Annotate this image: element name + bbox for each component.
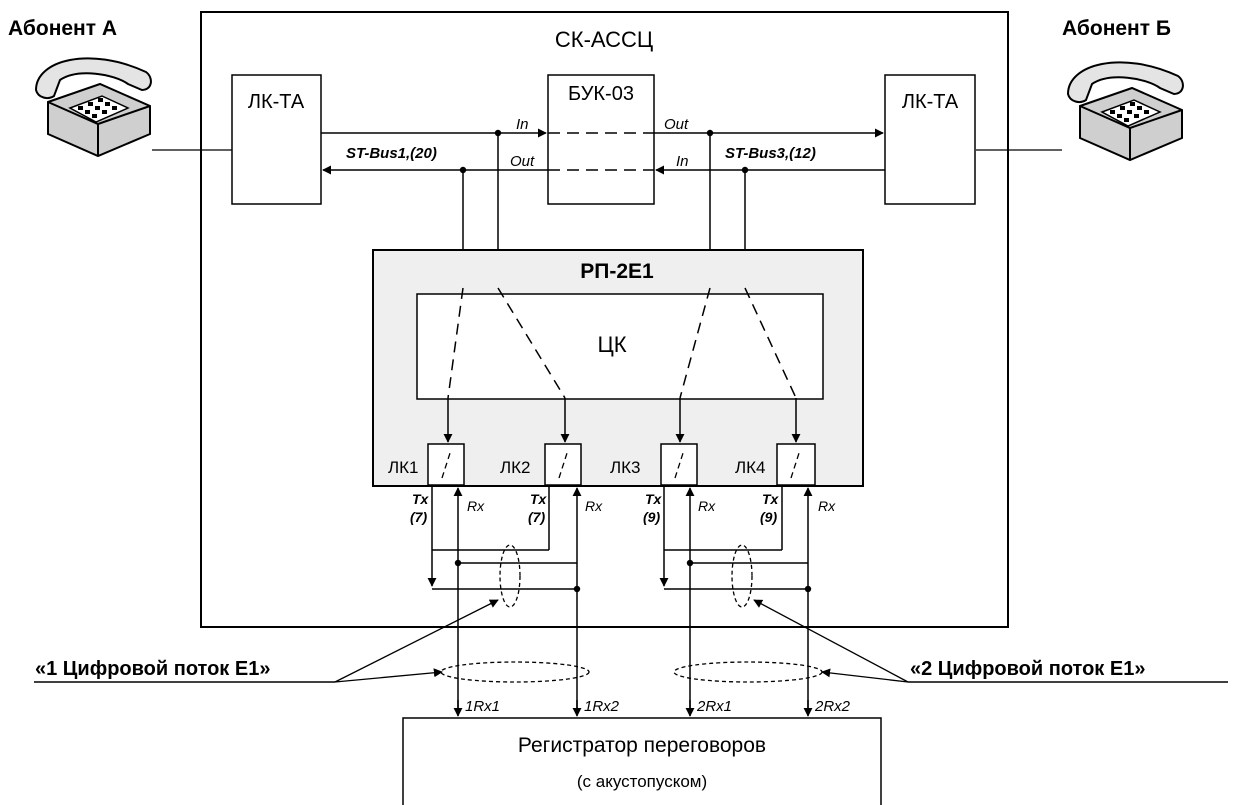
buk-in-right: In bbox=[676, 153, 689, 170]
subscriber-a-label: Абонент А bbox=[8, 17, 117, 40]
line-card-left-label: ЛК-ТА bbox=[248, 91, 305, 113]
recorder-title: Регистратор переговоров bbox=[518, 734, 766, 757]
tx3-slot: (9) bbox=[643, 509, 660, 525]
ck-label: ЦК bbox=[597, 332, 626, 357]
subscriber-b-label: Абонент Б bbox=[1062, 17, 1171, 40]
buk-out-right: Out bbox=[664, 116, 689, 133]
rx3-label: Rx bbox=[698, 498, 716, 514]
recorder-block bbox=[402, 717, 882, 805]
recorder-input-1: 1Rx1 bbox=[465, 698, 500, 715]
telephone-icon bbox=[1067, 61, 1184, 161]
tx4-slot: (9) bbox=[760, 509, 777, 525]
bus-right-label: ST-Bus3,(12) bbox=[725, 145, 816, 162]
line-card-right-label: ЛК-ТА bbox=[902, 91, 959, 113]
lk3-label: ЛК3 bbox=[610, 458, 641, 477]
tx3-label: Tx bbox=[645, 491, 663, 507]
buk-out-left: Out bbox=[510, 153, 535, 170]
lk1-label: ЛК1 bbox=[388, 458, 419, 477]
buk-block bbox=[547, 74, 655, 205]
buk-label: БУК-03 bbox=[568, 83, 634, 105]
tx1-label: Tx bbox=[412, 491, 430, 507]
rx2-label: Rx bbox=[585, 498, 603, 514]
recorder-input-3: 2Rx1 bbox=[696, 698, 732, 715]
line-card-left bbox=[231, 74, 322, 205]
lk4-port bbox=[776, 443, 816, 486]
lk2-label: ЛК2 bbox=[500, 458, 531, 477]
stream-2-label: «2 Цифровой поток Е1» bbox=[910, 658, 1145, 680]
line-card-right bbox=[884, 74, 976, 205]
rp-label: РП-2Е1 bbox=[580, 260, 654, 283]
rx4-label: Rx bbox=[818, 498, 836, 514]
tx1-slot: (7) bbox=[410, 509, 427, 525]
stream-1-label: «1 Цифровой поток Е1» bbox=[35, 658, 270, 680]
buk-in-left: In bbox=[516, 116, 529, 133]
tx2-label: Tx bbox=[530, 491, 548, 507]
recorder-input-4: 2Rx2 bbox=[814, 698, 851, 715]
tx2-slot: (7) bbox=[528, 509, 545, 525]
switch-title: СК-АССЦ bbox=[555, 27, 653, 52]
lk4-label: ЛК4 bbox=[735, 458, 766, 477]
recorder-subtitle: (с акустопуском) bbox=[577, 772, 707, 791]
telephone-icon bbox=[35, 57, 152, 157]
rx1-label: Rx bbox=[467, 498, 485, 514]
bus-left-label: ST-Bus1,(20) bbox=[346, 145, 437, 162]
switch-frame bbox=[200, 11, 1009, 628]
recorder-input-2: 1Rx2 bbox=[584, 698, 620, 715]
tx4-label: Tx bbox=[762, 491, 780, 507]
